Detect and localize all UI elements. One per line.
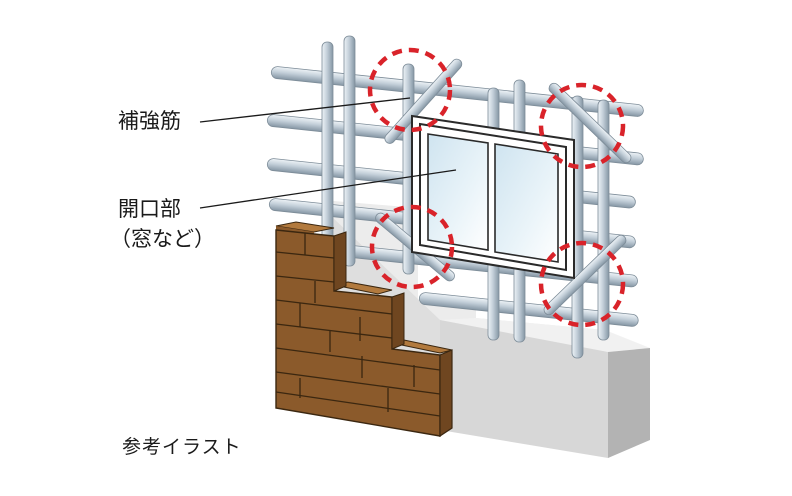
- highlight-circle-icon: [367, 47, 453, 133]
- highlight-circle-icon: [369, 204, 455, 290]
- label-rebar: 補強筋: [118, 109, 181, 133]
- label-opening: 開口部: [118, 197, 181, 221]
- brick-wall-icon: [275, 221, 453, 438]
- highlight-circles: [367, 47, 626, 328]
- concrete-foundation-icon: [440, 318, 650, 458]
- leader-line-rebar: [199, 97, 411, 123]
- leader-lines: [199, 97, 457, 209]
- highlight-circle-icon: [538, 82, 626, 170]
- highlight-circle-icon: [538, 240, 626, 328]
- label-opening-sub: （窓など）: [110, 227, 215, 251]
- window-opening-icon: [411, 114, 575, 280]
- caption-reference-illustration: 参考イラスト: [122, 436, 242, 458]
- leader-line-opening: [199, 169, 457, 209]
